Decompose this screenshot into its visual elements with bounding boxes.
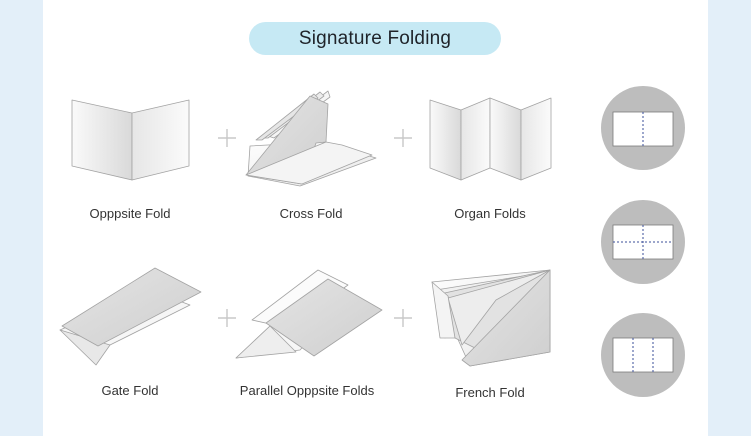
label-cross-fold: Cross Fold bbox=[279, 206, 343, 221]
label-organ-folds: Organ Folds bbox=[454, 206, 526, 221]
gate-fold-illustration bbox=[59, 267, 202, 366]
content-panel bbox=[43, 0, 708, 436]
parallel-opposite-folds-illustration bbox=[235, 269, 383, 359]
cross-fold-illustration bbox=[245, 90, 377, 187]
label-opposite-fold: Opppsite Fold bbox=[89, 206, 171, 221]
plus-icon bbox=[394, 129, 412, 147]
label-gate-fold: Gate Fold bbox=[101, 383, 159, 398]
plus-icon bbox=[218, 309, 236, 327]
circle-icon-cross-fold bbox=[601, 200, 685, 284]
label-french-fold: French Fold bbox=[455, 385, 525, 400]
page-title: Signature Folding bbox=[249, 22, 501, 55]
opposite-fold-illustration bbox=[71, 99, 190, 181]
circle-icon-two-folds bbox=[601, 313, 685, 397]
french-fold-illustration bbox=[431, 269, 551, 367]
organ-folds-illustration bbox=[429, 97, 552, 181]
plus-signs bbox=[218, 129, 412, 327]
plus-icon bbox=[394, 309, 412, 327]
circle-icon-one-fold bbox=[601, 86, 685, 170]
plus-icon bbox=[218, 129, 236, 147]
label-parallel-opposite-folds: Parallel Opppsite Folds bbox=[239, 383, 375, 398]
